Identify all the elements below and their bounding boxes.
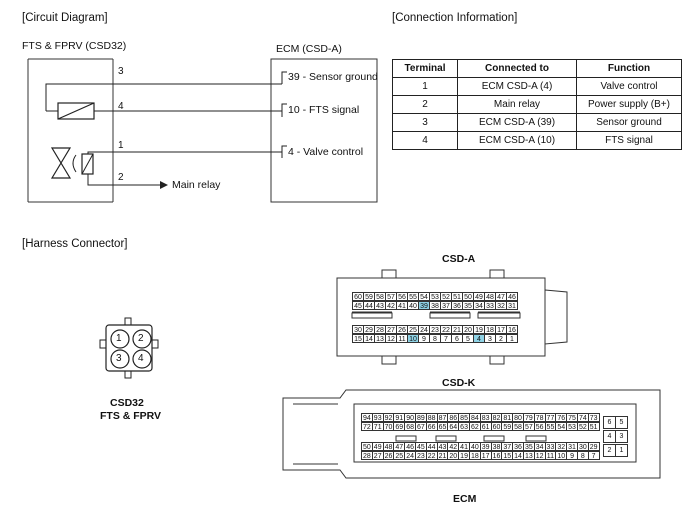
cell-function: FTS signal — [576, 131, 682, 150]
wire-number-1: 1 — [118, 140, 124, 151]
table-header-row: Terminal Connected to Function — [392, 59, 682, 78]
pin-cell: 29 — [587, 442, 600, 451]
wire-2 — [87, 174, 160, 186]
cell-connected-to: Main relay — [457, 95, 577, 114]
header-function: Function — [576, 59, 682, 78]
ecm-caption: ECM — [453, 493, 477, 505]
valve-symbol — [50, 147, 72, 179]
pin-cell: 3 — [615, 430, 628, 443]
cell-connected-to: ECM CSD-A (10) — [457, 131, 577, 150]
cell-terminal: 2 — [392, 95, 458, 114]
header-terminal: Terminal — [392, 59, 458, 78]
pin-cell: 6 — [603, 416, 616, 429]
table-row: 2 Main relay Power supply (B+) — [392, 95, 682, 114]
table-row: 1 ECM CSD-A (4) Valve control — [392, 77, 682, 96]
cell-function: Valve control — [576, 77, 682, 96]
circuit-diagram-heading: [Circuit Diagram] — [22, 12, 108, 24]
wire-number-3: 3 — [118, 66, 124, 77]
header-connected-to: Connected to — [457, 59, 577, 78]
ecm-pin-4-label: 4 - Valve control — [288, 146, 364, 158]
csd32-pin-1: 1 — [116, 333, 122, 344]
cell-function: Sensor ground — [576, 113, 682, 132]
cell-function: Power supply (B+) — [576, 95, 682, 114]
component-label: FTS & FPRV (CSD32) — [22, 40, 127, 52]
pin-cell: 73 — [587, 413, 600, 422]
csd-a-connector — [336, 269, 568, 365]
connection-table: Terminal Connected to Function 1 ECM CSD… — [392, 59, 682, 150]
ecm-pin-39-label: 39 - Sensor ground — [288, 71, 378, 83]
harness-connector-heading: [Harness Connector] — [22, 238, 128, 250]
csd-a-title: CSD-A — [442, 253, 476, 265]
wire-1 — [87, 151, 282, 154]
pin-cell: 5 — [615, 416, 628, 429]
csd-k-title: CSD-K — [442, 377, 476, 389]
table-row: 3 ECM CSD-A (39) Sensor ground — [392, 113, 682, 132]
pin-cell: 1 — [506, 334, 518, 343]
ecm-box — [270, 58, 378, 203]
csd32-subcaption: FTS & FPRV — [100, 410, 162, 422]
cell-terminal: 4 — [392, 131, 458, 150]
pin-cell: 2 — [603, 444, 616, 457]
csd32-caption: CSD32 — [110, 397, 144, 409]
pin-cell: 51 — [587, 422, 600, 431]
pin-cell: 46 — [506, 292, 518, 301]
pin-cell: 1 — [615, 444, 628, 457]
component-box — [27, 58, 114, 203]
cell-connected-to: ECM CSD-A (4) — [457, 77, 577, 96]
main-relay-label: Main relay — [172, 179, 221, 191]
pin-cell: 16 — [506, 325, 518, 334]
wire-3 — [45, 83, 282, 111]
connection-info-heading: [Connection Information] — [392, 12, 518, 24]
wire-number-4: 4 — [118, 101, 124, 112]
csd32-pin-4: 4 — [138, 353, 144, 364]
pin-cell: 31 — [506, 301, 518, 310]
ecm-pin-10-label: 10 - FTS signal — [288, 104, 360, 116]
csd32-pin-3: 3 — [116, 353, 122, 364]
cell-terminal: 3 — [392, 113, 458, 132]
csd32-pin-2: 2 — [138, 333, 144, 344]
arrow-main-relay — [160, 181, 168, 189]
pin-cell: 7 — [587, 451, 600, 460]
cell-connected-to: ECM CSD-A (39) — [457, 113, 577, 132]
ecm-label: ECM (CSD-A) — [276, 43, 342, 55]
cell-terminal: 1 — [392, 77, 458, 96]
wire-number-2: 2 — [118, 172, 124, 183]
table-row: 4 ECM CSD-A (10) FTS signal — [392, 131, 682, 150]
csd32-connector — [99, 317, 159, 379]
